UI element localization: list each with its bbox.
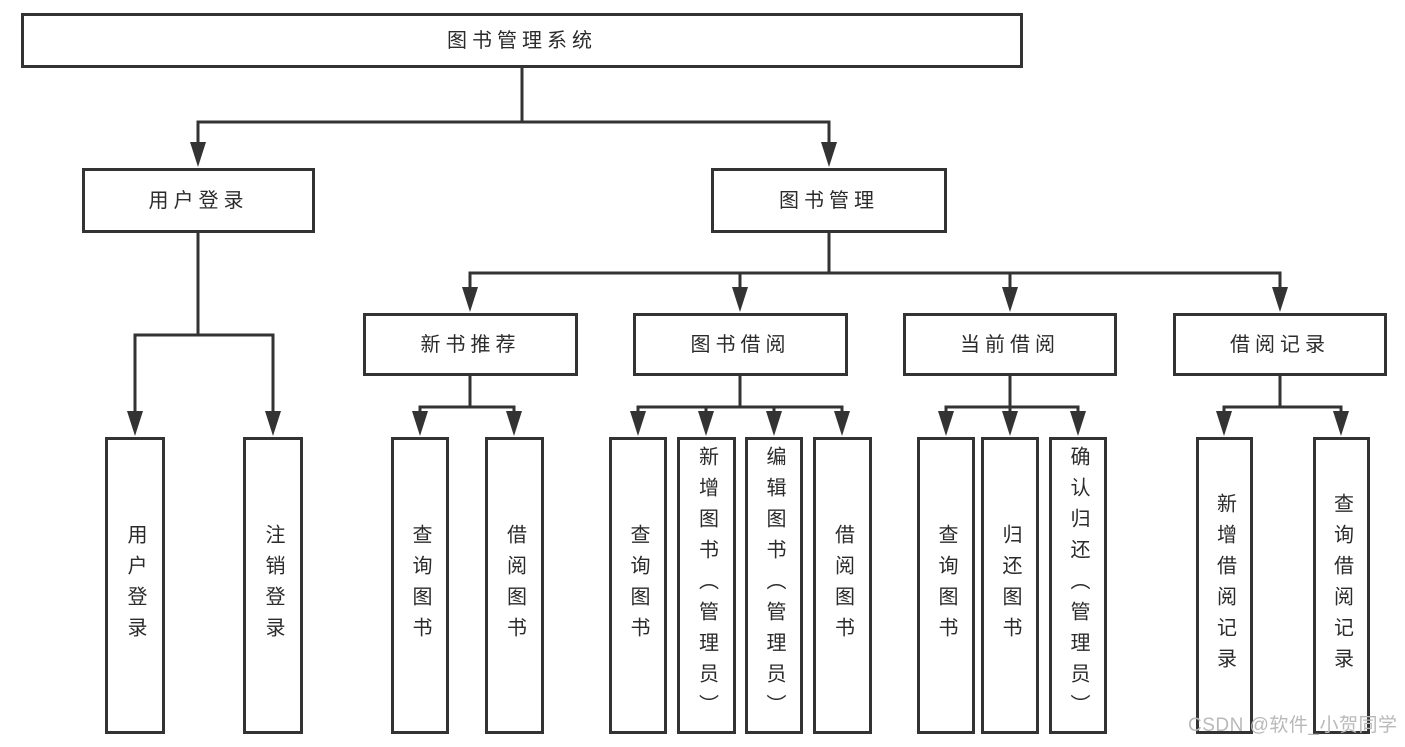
arrow-down-icon xyxy=(698,411,714,436)
leaf-query-borrow-record: 查询借阅记录 xyxy=(1313,437,1370,734)
node-library-management-system: 图书管理系统 xyxy=(21,13,1023,68)
leaf-query-books-current: 查询图书 xyxy=(917,437,975,734)
node-book-management: 图书管理 xyxy=(711,168,947,233)
leaf-confirm-return-admin: 确认归还（管理员） xyxy=(1049,437,1107,734)
node-label: 新书推荐 xyxy=(420,333,521,356)
node-borrow-records: 借阅记录 xyxy=(1173,313,1387,376)
leaf-label: 新增借阅记录 xyxy=(1213,492,1236,679)
arrow-down-icon xyxy=(630,411,646,436)
arrow-down-icon xyxy=(938,411,954,436)
arrow-down-icon xyxy=(412,411,428,436)
connector-bookmgmt-branch xyxy=(468,233,1282,291)
leaf-user-login: 用户登录 xyxy=(105,437,165,734)
node-user-login: 用户登录 xyxy=(82,168,315,233)
leaf-label: 用户登录 xyxy=(124,523,146,648)
leaf-add-borrow-record: 新增借阅记录 xyxy=(1196,437,1253,734)
leaf-label: 借阅图书 xyxy=(503,523,526,648)
connector-root-to-level2 xyxy=(196,68,831,146)
leaf-query-books-newbook: 查询图书 xyxy=(391,437,449,734)
connector-userlogin-branch xyxy=(133,233,275,415)
leaf-label: 查询图书 xyxy=(409,523,431,648)
node-label: 当前借阅 xyxy=(960,333,1060,356)
leaf-logout-login: 注销登录 xyxy=(243,437,303,734)
node-label: 图书借阅 xyxy=(690,333,791,356)
leaf-label: 注销登录 xyxy=(262,523,284,648)
leaf-label: 查询图书 xyxy=(627,523,649,648)
arrow-down-icon xyxy=(506,411,522,436)
leaf-return-books: 归还图书 xyxy=(981,437,1039,734)
node-current-borrow: 当前借阅 xyxy=(903,313,1117,376)
leaf-borrow-books: 借阅图书 xyxy=(813,437,872,734)
arrow-down-icon xyxy=(265,411,281,436)
node-new-book-recommend: 新书推荐 xyxy=(363,313,578,376)
leaf-add-books-admin: 新增图书（管理员） xyxy=(677,437,736,734)
arrow-down-icon xyxy=(766,411,782,436)
arrow-down-icon xyxy=(834,411,850,436)
leaf-label: 查询借阅记录 xyxy=(1330,492,1353,679)
leaf-borrow-books-newbook: 借阅图书 xyxy=(485,437,544,734)
node-label: 借阅记录 xyxy=(1230,333,1330,356)
arrow-down-icon xyxy=(462,287,478,312)
node-label: 图书管理 xyxy=(779,189,879,212)
arrow-down-icon xyxy=(190,142,206,167)
leaf-edit-books-admin: 编辑图书（管理员） xyxy=(745,437,803,734)
arrow-down-icon xyxy=(732,287,748,312)
leaf-label: 查询图书 xyxy=(935,523,957,648)
leaf-label: 编辑图书（管理员） xyxy=(763,446,785,725)
watermark: CSDN @软件_小贺同学 xyxy=(1188,715,1398,736)
leaf-label: 新增图书（管理员） xyxy=(695,446,718,725)
node-label: 用户登录 xyxy=(148,189,249,212)
leaf-query-books-borrow: 查询图书 xyxy=(609,437,667,734)
arrow-down-icon xyxy=(1216,411,1232,436)
node-label: 图书管理系统 xyxy=(447,29,597,52)
connector-borrowrecords-branch xyxy=(1222,376,1343,415)
arrow-down-icon xyxy=(1002,411,1018,436)
arrow-down-icon xyxy=(1272,287,1288,312)
connector-currentborrow-branch xyxy=(944,376,1080,415)
node-book-borrow: 图书借阅 xyxy=(633,313,848,376)
connector-newbook-branch xyxy=(418,376,516,415)
arrow-down-icon xyxy=(1333,411,1349,436)
arrow-down-icon xyxy=(1002,287,1018,312)
connector-bookborrow-branch xyxy=(636,376,844,415)
leaf-label: 归还图书 xyxy=(999,523,1021,648)
leaf-label: 确认归还（管理员） xyxy=(1067,446,1089,725)
leaf-label: 借阅图书 xyxy=(831,523,854,648)
arrow-down-icon xyxy=(1070,411,1086,436)
arrow-down-icon xyxy=(127,411,143,436)
arrow-down-icon xyxy=(821,142,837,167)
